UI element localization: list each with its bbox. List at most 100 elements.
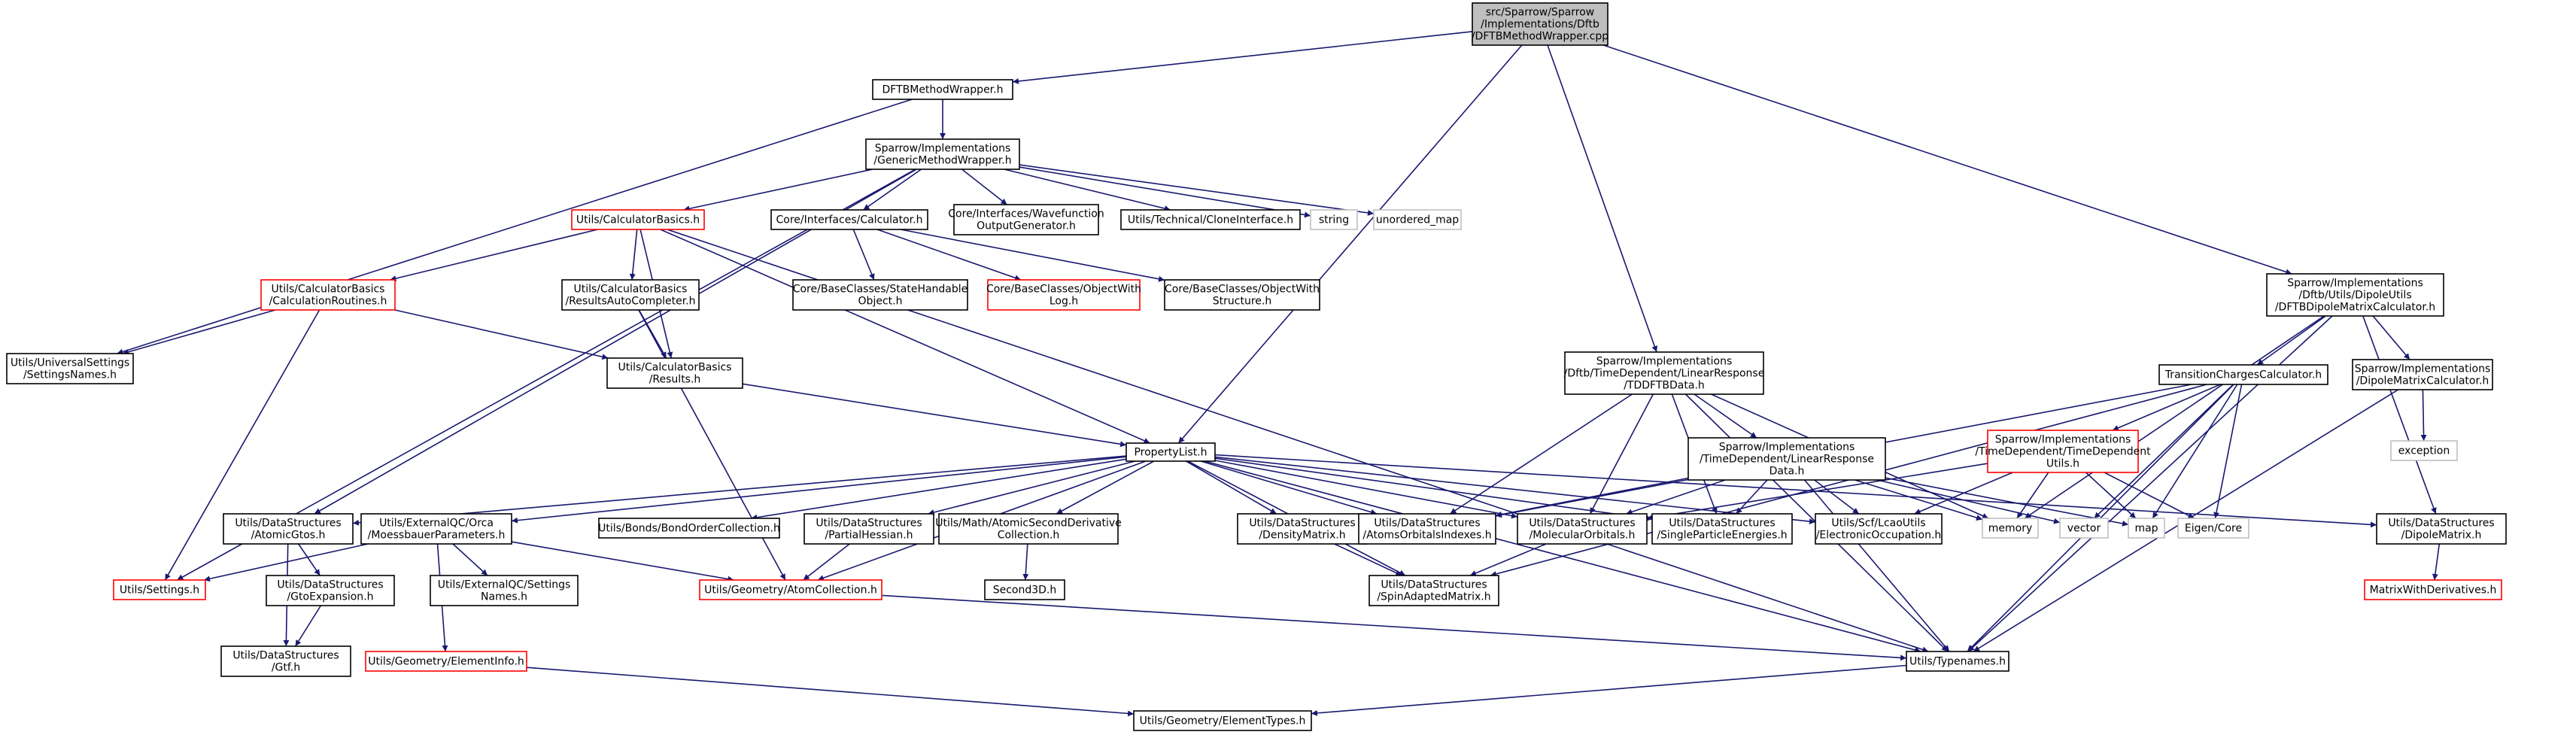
node-univ-box — [6, 353, 134, 384]
edge-calcroutines-to-results — [394, 309, 609, 360]
node-bondorder-label-line: Utils/Bonds/BondOrderCollection.h — [598, 523, 780, 535]
edge-corecalc-to-statehandle — [852, 229, 875, 281]
node-molorb[interactable]: Utils/DataStructures/MolecularOrbitals.h — [1517, 513, 1648, 545]
node-hessian-box — [803, 513, 934, 545]
edge-typenames-to-elemtypes — [1311, 664, 1907, 716]
node-spe[interactable]: Utils/DataStructures/SingleParticleEnerg… — [1651, 513, 1793, 545]
node-corecalc[interactable]: Core/Interfaces/Calculator.h — [770, 209, 928, 230]
node-atomicgtos[interactable]: Utils/DataStructures/AtomicGtos.h — [223, 513, 354, 545]
node-results-box — [606, 357, 743, 389]
node-matderiv-label-line: MatrixWithDerivatives.h — [2370, 585, 2497, 597]
node-typenames[interactable]: Utils/Typenames.h — [1906, 651, 2009, 672]
node-tddftb-box — [1564, 351, 1764, 395]
node-vector[interactable]: vector — [2059, 518, 2109, 539]
edge-tdutils-to-memory — [2016, 472, 2049, 519]
node-transcharge[interactable]: TransitionChargesCalculator.h — [2158, 364, 2328, 385]
node-memory[interactable]: memory — [1982, 518, 2039, 539]
node-tdutils-box — [1987, 430, 2139, 473]
node-aoindex[interactable]: Utils/DataStructures/AtomsOrbitalsIndexe… — [1358, 513, 1496, 545]
node-calcbasics[interactable]: Utils/CalculatorBasics.h — [571, 209, 705, 230]
node-map-box — [2128, 518, 2165, 539]
node-results[interactable]: Utils/CalculatorBasics/Results.h — [606, 357, 743, 389]
node-results-label-line: /Results.h — [649, 374, 701, 386]
node-elocc[interactable]: Utils/Scf/LcaoUtils/ElectronicOccupation… — [1815, 513, 1943, 545]
node-proplist[interactable]: PropertyList.h — [1125, 442, 1216, 462]
node-dftbwrap[interactable]: DFTBMethodWrapper.h — [872, 79, 1013, 100]
node-umap[interactable]: unordered_map — [1373, 209, 1462, 230]
node-atomcoll[interactable]: Utils/Geometry/AtomCollection.h — [699, 579, 882, 600]
node-proplist-label-line: PropertyList.h — [1134, 447, 1207, 459]
node-second3d-box — [984, 579, 1065, 600]
node-exception[interactable]: exception — [2390, 440, 2458, 461]
node-matderiv[interactable]: MatrixWithDerivatives.h — [2364, 579, 2502, 600]
node-orca[interactable]: Utils/ExternalQC/Orca/MoessbauerParamete… — [360, 513, 512, 545]
node-extqcset[interactable]: Utils/ExternalQC/SettingsNames.h — [430, 575, 579, 606]
node-generic[interactable]: Sparrow/Implementations/GenericMethodWra… — [865, 138, 1020, 170]
node-elocc-box — [1815, 513, 1943, 545]
node-spinmat-label-line: Utils/DataStructures — [1381, 579, 1487, 591]
node-atomic2nd[interactable]: Utils/Math/AtomicSecondDerivativeCollect… — [935, 513, 1122, 545]
node-dipmatcalc-box — [2352, 359, 2493, 390]
edge-dftbwrap-to-univ — [117, 99, 913, 355]
node-gtf-label-line: Utils/DataStructures — [232, 650, 339, 662]
node-orca-label-line: /MoessbauerParameters.h — [368, 530, 506, 542]
node-wavefn[interactable]: Core/Interfaces/WavefunctionOutputGenera… — [948, 204, 1104, 235]
edge-generic-to-umap — [1019, 164, 1375, 216]
node-density-label-line: Utils/DataStructures — [1249, 518, 1355, 530]
edge-molorb-to-spinmat — [1469, 543, 1547, 576]
node-umap-label-line: unordered_map — [1376, 214, 1459, 226]
node-gtoexp[interactable]: Utils/DataStructures/GtoExpansion.h — [266, 575, 395, 606]
node-eigen[interactable]: Eigen/Core — [2177, 518, 2249, 539]
node-tddata[interactable]: Sparrow/Implementations/TimeDependent/Li… — [1687, 437, 1886, 481]
node-dipmat[interactable]: Utils/DataStructures/DipoleMatrix.h — [2376, 513, 2507, 545]
node-tddftb-label-line: /Dftb/TimeDependent/LinearResponse — [1564, 368, 1765, 380]
node-dipmatcalc[interactable]: Sparrow/Implementations/DipoleMatrixCalc… — [2352, 359, 2493, 390]
edge-proplist-to-aoindex — [1200, 460, 1378, 515]
edge-generic-to-corecalc — [863, 169, 922, 211]
node-elemtypes[interactable]: Utils/Geometry/ElementTypes.h — [1133, 710, 1312, 731]
node-elocc-label-line: Utils/Scf/LcaoUtils — [1831, 518, 1925, 530]
node-hessian[interactable]: Utils/DataStructures/PartialHessian.h — [803, 513, 934, 545]
node-tddftb-label-line: Sparrow/Implementations — [1596, 356, 1733, 368]
edge-proplist-to-bondorder — [751, 458, 1127, 521]
node-calcroutines-label-line: Utils/CalculatorBasics — [272, 284, 385, 296]
node-objlog-box — [987, 279, 1141, 311]
edge-atomicgtos-to-gtoexp — [298, 543, 320, 576]
node-univ[interactable]: Utils/UniversalSettings/SettingsNames.h — [6, 353, 134, 384]
node-dipmat-label-line: Utils/DataStructures — [2388, 518, 2494, 530]
node-extqcset-label-line: Utils/ExternalQC/Settings — [438, 579, 571, 591]
node-atomic2nd-label-line: Collection.h — [998, 530, 1060, 542]
node-corecalc-label-line: Core/Interfaces/Calculator.h — [776, 214, 923, 226]
node-second3d[interactable]: Second3D.h — [984, 579, 1065, 600]
node-settings[interactable]: Utils/Settings.h — [113, 579, 206, 600]
node-clone[interactable]: Utils/Technical/CloneInterface.h — [1120, 209, 1301, 230]
node-dipcalc-label-line: Sparrow/Implementations — [2287, 278, 2423, 290]
edge-tddftb-to-aoindex — [1449, 393, 1633, 515]
node-bondorder[interactable]: Utils/Bonds/BondOrderCollection.h — [598, 518, 780, 539]
node-tdutils-label-line: /TimeDependent/TimeDependent — [1975, 446, 2151, 458]
node-tddftb[interactable]: Sparrow/Implementations/Dftb/TimeDepende… — [1564, 351, 1765, 395]
edge-dipmat-to-matderiv — [2432, 543, 2441, 581]
node-tdutils-label-line: Sparrow/Implementations — [1995, 434, 2131, 446]
node-string[interactable]: string — [1310, 209, 1358, 230]
edge-density-to-spinmat — [1334, 543, 1402, 576]
node-density[interactable]: Utils/DataStructures/DensityMatrix.h — [1237, 513, 1368, 545]
node-root[interactable]: src/Sparrow/Sparrow/Implementations/Dftb… — [1472, 2, 1608, 46]
node-dipcalc[interactable]: Sparrow/Implementations/Dftb/Utils/Dipol… — [2266, 273, 2444, 317]
node-autocomp[interactable]: Utils/CalculatorBasics/ResultsAutoComple… — [561, 279, 700, 311]
node-eleminfo[interactable]: Utils/Geometry/ElementInfo.h — [365, 651, 527, 672]
node-atomcoll-box — [699, 579, 882, 600]
edge-calcbasics-to-proplist — [660, 229, 1150, 444]
node-results-label-line: Utils/CalculatorBasics — [618, 362, 732, 374]
node-gtf[interactable]: Utils/DataStructures/Gtf.h — [220, 645, 351, 677]
edge-tdutils-to-elocc — [1914, 472, 2013, 515]
node-map[interactable]: map — [2128, 518, 2165, 539]
node-spinmat[interactable]: Utils/DataStructures/SpinAdaptedMatrix.h — [1368, 575, 1499, 606]
node-statehandle-label-line: Object.h — [858, 296, 903, 308]
node-atomicgtos-box — [223, 513, 354, 545]
node-tdutils[interactable]: Sparrow/Implementations/TimeDependent/Ti… — [1975, 430, 2151, 473]
node-calcroutines[interactable]: Utils/CalculatorBasics/CalculationRoutin… — [260, 279, 396, 311]
